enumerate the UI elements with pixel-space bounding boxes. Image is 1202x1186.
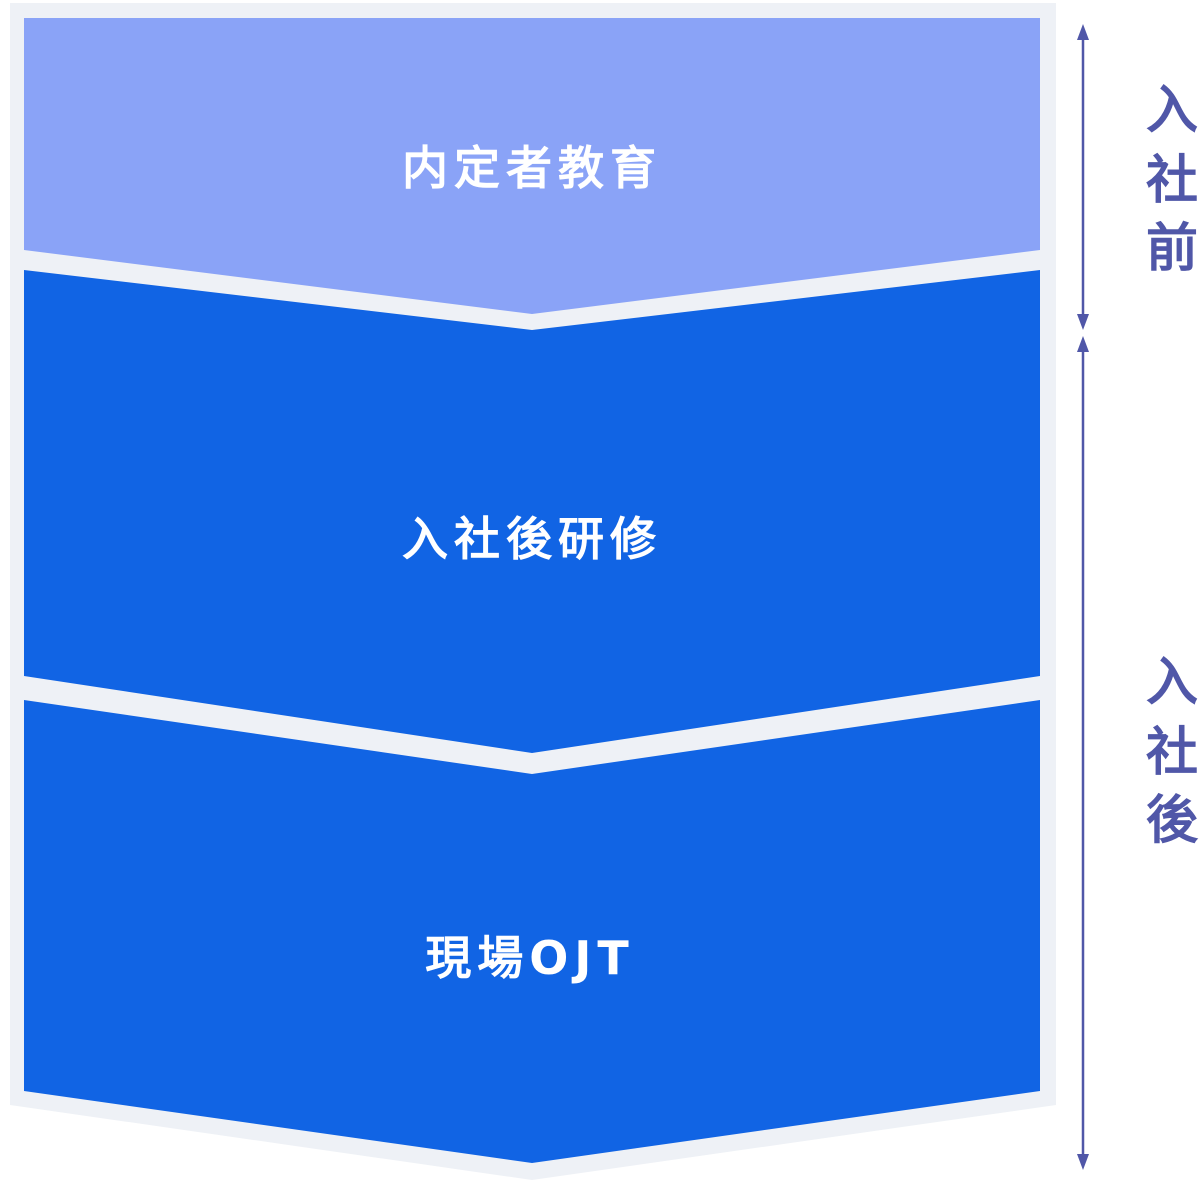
arrowhead-up-icon [1077,336,1089,352]
phase-after-char-1: 入 [1146,653,1198,713]
phase-before-char-1: 入 [1146,81,1198,141]
phase-label-before: 入 社 前 [1146,81,1198,279]
stage-3-label: 現場OJT [425,931,635,985]
phase-label-after: 入 社 後 [1146,653,1199,851]
stage-1-shape [24,18,1040,314]
stage-2-label: 入社後研修 [402,512,662,566]
phase-bracket-before [1077,24,1089,330]
phase-before-char-2: 社 [1146,151,1198,211]
arrowhead-down-icon [1077,1154,1089,1170]
stage-2-shape [24,270,1040,753]
phase-after-char-2: 社 [1146,723,1198,783]
phase-after-char-3: 後 [1146,791,1199,851]
arrowhead-up-icon [1077,24,1089,40]
phase-before-char-3: 前 [1146,219,1198,279]
arrowhead-down-icon [1077,314,1089,330]
stage-3-shape [24,700,1040,1163]
stage-1-label: 内定者教育 [402,141,662,195]
phase-bracket-after [1077,336,1089,1170]
